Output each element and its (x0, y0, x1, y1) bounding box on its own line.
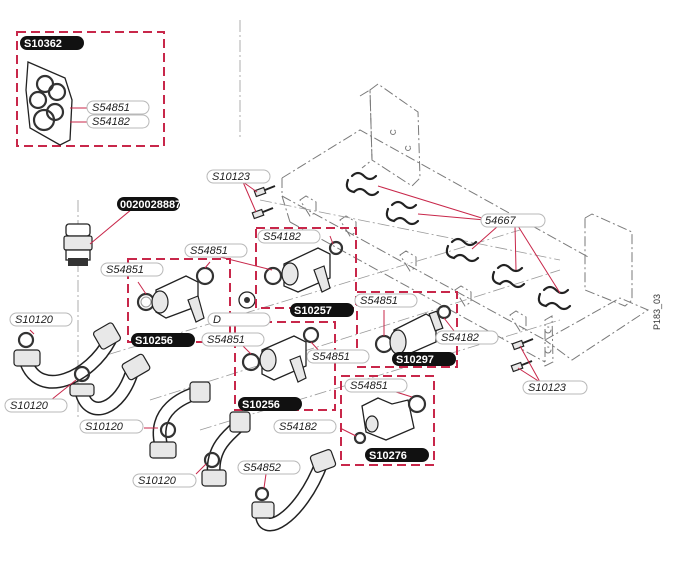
svg-text:S10120: S10120 (15, 314, 54, 326)
pipe-s10120-second (45, 353, 151, 416)
kit-label-s10256-middle[interactable]: S10256 (238, 397, 302, 411)
pipe-s10120-fourth (195, 411, 251, 487)
svg-text:0020028887: 0020028887 (120, 199, 181, 211)
svg-text:S10120: S10120 (10, 400, 49, 412)
svg-text:S54851: S54851 (350, 380, 388, 392)
callout-s54851-s10276[interactable]: S54851 (344, 378, 408, 393)
disc-d (238, 291, 256, 309)
kit-label-s10362[interactable]: S10362 (20, 36, 84, 50)
pipe-s10120-third (144, 381, 211, 459)
kit-s10297 (356, 291, 459, 368)
clip-icon (537, 285, 572, 311)
callout-s54182-s10276[interactable]: S54182 (273, 419, 337, 434)
callout-s54851-kit[interactable]: S54851 (86, 100, 150, 115)
svg-text:S54851: S54851 (207, 334, 245, 346)
callout-s10120-d[interactable]: S10120 (132, 473, 197, 488)
clip-icon (491, 263, 526, 289)
svg-text:S54182: S54182 (263, 231, 301, 243)
kit-label-s10297[interactable]: S10297 (392, 352, 456, 366)
kit-s10362 (16, 31, 165, 147)
callout-s54851-left[interactable]: S54851 (100, 262, 164, 277)
screw-icon (253, 185, 276, 198)
svg-text:S54182: S54182 (441, 332, 479, 344)
callout-54667[interactable]: 54667 (480, 213, 546, 228)
svg-text:S54851: S54851 (106, 264, 144, 276)
callout-s10123-right[interactable]: S10123 (522, 380, 588, 395)
svg-text:S54851: S54851 (360, 295, 398, 307)
svg-text:S10257: S10257 (294, 305, 332, 317)
svg-text:S54852: S54852 (243, 462, 281, 474)
svg-text:S10123: S10123 (528, 382, 567, 394)
callout-s10120-a[interactable]: S10120 (9, 312, 73, 327)
figure-reference: P183_03 (652, 294, 662, 330)
callout-s54182-s10257[interactable]: S54182 (257, 229, 321, 244)
clip-54667-group (345, 171, 572, 311)
clip-icon (385, 200, 420, 226)
callout-s54851-mid-right[interactable]: S54851 (306, 349, 370, 364)
svg-text:S54182: S54182 (92, 116, 130, 128)
part-0020028887 (63, 203, 139, 266)
assembly-axes (77, 20, 561, 431)
pipe-s54852 (251, 449, 337, 532)
svg-text:D: D (213, 314, 221, 326)
svg-text:S10362: S10362 (24, 38, 62, 50)
kit-label-s10256-upper[interactable]: S10256 (131, 333, 195, 347)
svg-text:54667: 54667 (485, 215, 516, 227)
screw-icon (510, 360, 533, 373)
kit-label-s10257[interactable]: S10257 (290, 303, 354, 317)
callout-s54851-s10297[interactable]: S54851 (354, 293, 418, 308)
callout-s10123-top[interactable]: S10123 (206, 169, 271, 184)
kit-s10276 (339, 375, 435, 466)
pipe-s10120-left (13, 322, 122, 389)
svg-text:S10256: S10256 (135, 335, 173, 347)
svg-text:S10120: S10120 (85, 421, 124, 433)
clip-icon (345, 171, 380, 197)
kit-label-s10276[interactable]: S10276 (365, 448, 429, 462)
svg-text:S54851: S54851 (92, 102, 130, 114)
part-label-0020028887[interactable]: 0020028887 (117, 197, 181, 211)
screws-s10123 (242, 181, 541, 383)
screw-icon (251, 207, 274, 220)
svg-text:S10120: S10120 (138, 475, 177, 487)
svg-text:S10123: S10123 (212, 171, 251, 183)
callout-d[interactable]: D (207, 312, 271, 327)
screw-icon (511, 338, 534, 351)
callout-s54851-mid-left[interactable]: S54851 (201, 332, 265, 347)
chassis-frame (281, 83, 650, 367)
callout-s54182-s10297[interactable]: S54182 (435, 330, 499, 345)
callout-s54852[interactable]: S54852 (237, 460, 301, 475)
svg-text:S54851: S54851 (190, 245, 228, 257)
svg-text:S54851: S54851 (312, 351, 350, 363)
svg-text:S54182: S54182 (279, 421, 317, 433)
clip-icon (445, 237, 480, 263)
callout-s54851-top[interactable]: S54851 (184, 243, 248, 258)
svg-text:S10256: S10256 (242, 399, 280, 411)
svg-text:S10297: S10297 (396, 354, 434, 366)
callout-s54182-kit[interactable]: S54182 (86, 114, 150, 129)
kit-s10256-middle (234, 321, 336, 411)
callout-s10120-c[interactable]: S10120 (79, 419, 144, 434)
callout-s10120-b[interactable]: S10120 (4, 398, 68, 413)
kit-s10256-upper (127, 258, 231, 343)
svg-text:S10276: S10276 (369, 450, 407, 462)
